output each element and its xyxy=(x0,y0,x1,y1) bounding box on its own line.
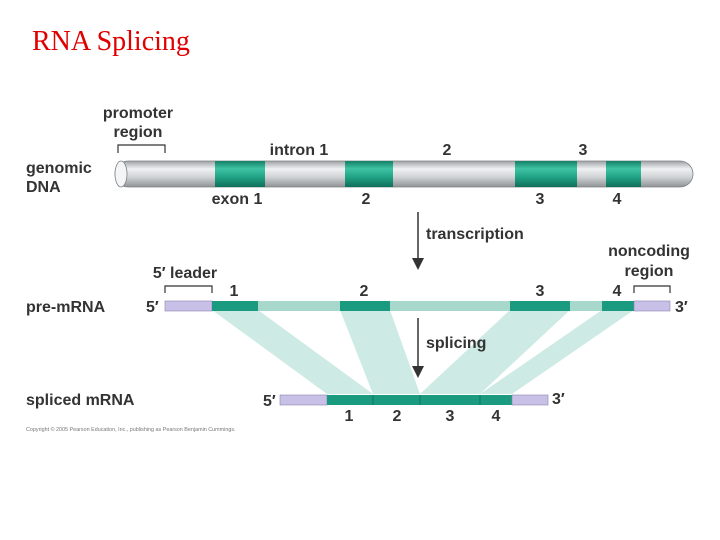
copyright-notice: Copyright © 2005 Pearson Education, Inc.… xyxy=(26,426,236,433)
spliced-mrna-strand xyxy=(279,394,549,406)
spliced-exon-2-label: 2 xyxy=(393,408,402,425)
genomic-dna-strand xyxy=(114,160,694,188)
splice-band-exon-2 xyxy=(340,310,420,394)
splice-bands xyxy=(212,310,634,394)
pre-mrna-strand xyxy=(164,300,671,312)
spliced-mrna-label: spliced mRNA xyxy=(26,392,135,409)
dna-exon-3 xyxy=(515,161,577,187)
spliced-exon-2 xyxy=(373,395,420,405)
pre-mrna-exon-2-label: 2 xyxy=(360,283,369,300)
noncoding-bracket xyxy=(633,285,671,293)
spliced-5-utr xyxy=(279,394,328,406)
spliced-mrna-5-prime: 5′ xyxy=(263,393,276,410)
pre-mrna-exon-1 xyxy=(212,301,258,311)
spliced-exon-4 xyxy=(480,395,512,405)
intron-3-label: 3 xyxy=(579,142,588,159)
promoter-bracket xyxy=(117,144,166,153)
promoter-label-line2: region xyxy=(114,124,163,141)
exon-2-label: 2 xyxy=(362,191,371,208)
splice-band-exon-1 xyxy=(212,310,373,394)
exon-4-label: 4 xyxy=(613,191,622,208)
dna-exon-2 xyxy=(345,161,393,187)
dna-exon-1 xyxy=(215,161,265,187)
spliced-exon-3 xyxy=(420,395,480,405)
noncoding-label-line2: region xyxy=(625,263,674,280)
pre-mrna-exon-4-label: 4 xyxy=(613,283,622,300)
splicing-arrow xyxy=(412,318,424,378)
transcription-label: transcription xyxy=(426,226,524,243)
splice-band-exon-4 xyxy=(480,310,634,394)
dna-exon-4 xyxy=(606,161,641,187)
leader-label: 5′ leader xyxy=(153,265,217,282)
transcription-arrow xyxy=(412,212,424,270)
exon-3-label: 3 xyxy=(536,191,545,208)
spliced-3-utr xyxy=(511,394,549,406)
intron-2-label: 2 xyxy=(443,142,452,159)
pre-mrna-exon-3 xyxy=(510,301,570,311)
splice-band-exon-3 xyxy=(420,310,570,394)
spliced-exon-1-label: 1 xyxy=(345,408,354,425)
spliced-exon-1 xyxy=(327,395,373,405)
noncoding-label-line1: noncoding xyxy=(608,243,690,260)
pre-mrna-exon-2 xyxy=(340,301,390,311)
pre-mrna-exon-4 xyxy=(602,301,634,311)
pre-mrna-label: pre-mRNA xyxy=(26,299,106,316)
intron-1-label: intron 1 xyxy=(270,142,329,159)
pre-mrna-5-prime: 5′ xyxy=(146,299,159,316)
pre-mrna-exon-1-label: 1 xyxy=(230,283,239,300)
pre-mrna-3-prime: 3′ xyxy=(675,299,688,316)
page-title: RNA Splicing xyxy=(32,26,190,57)
pre-mrna-5-utr xyxy=(164,300,213,312)
leader-bracket xyxy=(164,285,213,293)
exon-1-label: exon 1 xyxy=(212,191,263,208)
pre-mrna-exon-3-label: 3 xyxy=(536,283,545,300)
spliced-exon-4-label: 4 xyxy=(492,408,501,425)
pre-mrna-introns xyxy=(212,301,634,311)
genomic-dna-label-line2: DNA xyxy=(26,179,61,196)
spliced-mrna-3-prime: 3′ xyxy=(552,391,565,408)
pre-mrna-3-utr xyxy=(633,300,671,312)
promoter-label-line1: promoter xyxy=(103,105,173,122)
genomic-dna-label-line1: genomic xyxy=(26,160,92,177)
splicing-label: splicing xyxy=(426,335,486,352)
spliced-exon-3-label: 3 xyxy=(446,408,455,425)
